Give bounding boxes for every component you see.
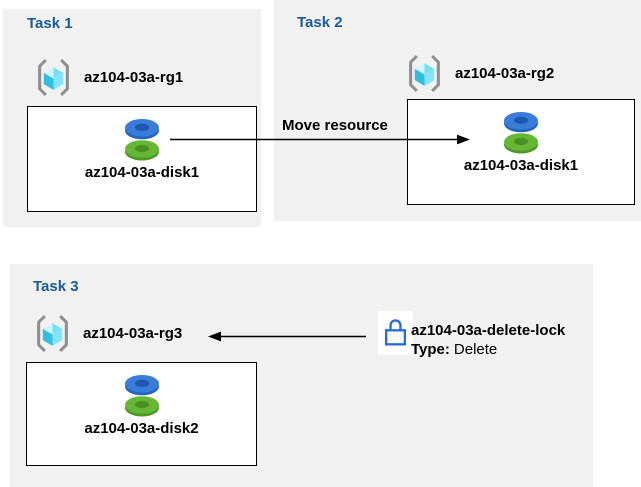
task3-title: Task 3 — [33, 278, 79, 295]
task2-title: Task 2 — [297, 14, 343, 31]
move-resource-label: Move resource — [282, 117, 388, 134]
disk-label: az104-03a-disk2 — [84, 420, 199, 437]
disk-icon — [125, 119, 159, 161]
task1-resource-group-row: az104-03a-rg1 — [35, 57, 183, 97]
lock-icon — [384, 319, 407, 346]
task3-panel: Task 3 az104-03a-rg3 az104-03a-disk2 — [10, 264, 593, 487]
resource-group-label: az104-03a-rg2 — [455, 64, 555, 82]
resource-group-icon — [37, 314, 68, 352]
lock-name-label: az104-03a-delete-lock — [411, 322, 566, 339]
disk-label: az104-03a-disk1 — [84, 164, 200, 181]
lock-type-value: Delete — [453, 341, 498, 358]
lock-type-line: Type:Delete — [411, 340, 565, 359]
task1-resource-box: az104-03a-disk1 — [27, 106, 257, 212]
task1-title: Task 1 — [27, 15, 73, 32]
task2-resource-box: az104-03a-disk1 — [407, 99, 635, 205]
resource-group-icon — [38, 58, 69, 96]
lock-icon-box — [378, 311, 413, 355]
task2-resource-group-row: az104-03a-rg2 — [406, 53, 554, 93]
resource-group-label: az104-03a-rg1 — [84, 68, 184, 86]
disk-label: az104-03a-disk1 — [463, 157, 579, 174]
resource-group-icon — [409, 54, 440, 92]
lock-label-block: az104-03a-delete-lock Type:Delete — [411, 321, 565, 359]
task3-resource-box: az104-03a-disk2 — [26, 362, 257, 466]
task2-panel: Task 2 az104-03a-rg2 az104-03a-disk1 — [274, 0, 641, 221]
task3-resource-group-row: az104-03a-rg3 — [34, 313, 182, 353]
disk-icon — [504, 112, 538, 154]
task1-panel: Task 1 az104-03a-rg1 az104-03a-disk1 — [3, 9, 261, 227]
lock-type-label: Type: — [411, 341, 450, 358]
resource-group-label: az104-03a-rg3 — [83, 324, 183, 342]
disk-icon — [124, 375, 159, 417]
